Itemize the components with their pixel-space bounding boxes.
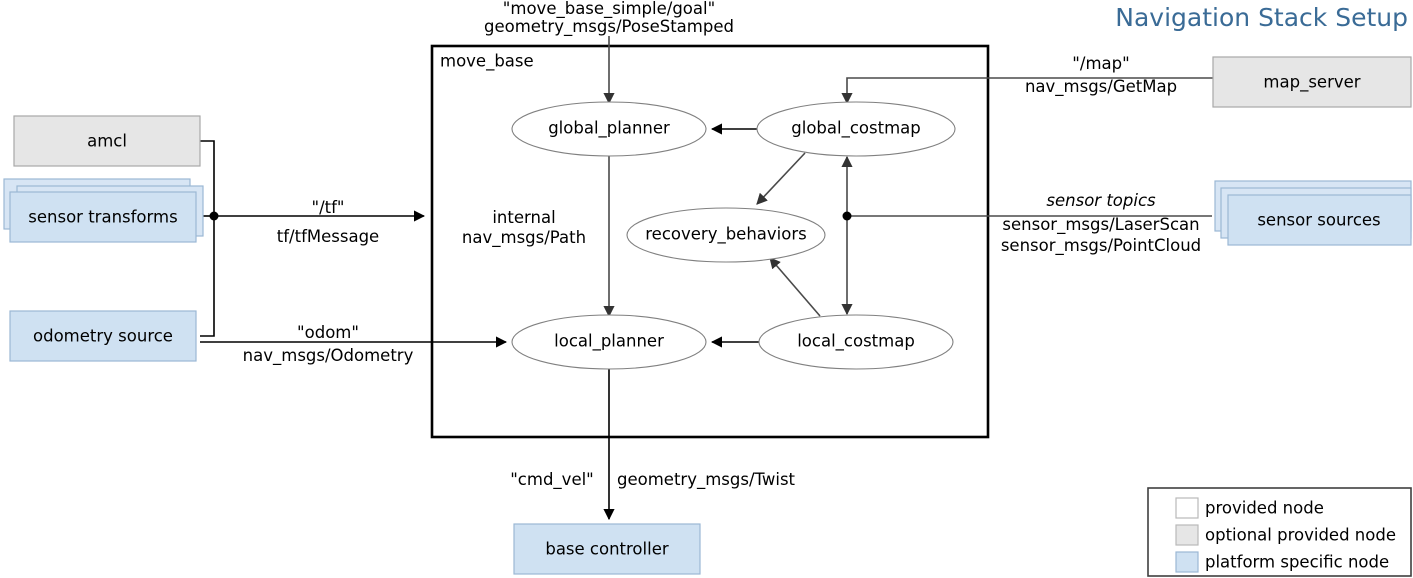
- edge-goal-topic: "move_base_simple/goal": [503, 0, 715, 19]
- edge-sensor-type-pointcloud: sensor_msgs/PointCloud: [1001, 236, 1201, 256]
- edge-global-costmap-to-recovery-behaviors: [756, 152, 806, 205]
- node-sensor-transforms-label: sensor transforms: [28, 208, 177, 227]
- edge-sensor-topics-label: sensor topics: [1046, 191, 1156, 210]
- node-base-controller-label: base controller: [545, 540, 669, 559]
- edge-amcl-to-tf-junction: [200, 140, 215, 216]
- node-amcl-shape: [13, 115, 201, 167]
- node-sensor-sources[interactable]: sensor sources: [1214, 180, 1412, 246]
- node-global-planner[interactable]: global_planner: [511, 101, 707, 157]
- node-base-controller[interactable]: base controller: [513, 523, 701, 575]
- edge-cmdvel-type: geometry_msgs/Twist: [617, 470, 796, 490]
- legend-swatch-platform-specific-node: [1175, 551, 1199, 573]
- node-map-server-shape: [1212, 56, 1412, 108]
- node-odometry-source[interactable]: odometry source: [9, 310, 197, 362]
- tf-junction-dot: [209, 211, 219, 221]
- node-odometry-source-shape: [9, 310, 197, 362]
- legend-label-optional-provided-node: optional provided node: [1205, 526, 1396, 545]
- move-base-container-label: move_base: [440, 52, 534, 72]
- page-title: Navigation Stack Setup: [1115, 3, 1408, 32]
- node-local-costmap-shape: [758, 314, 954, 370]
- node-recovery-behaviors-shape: [626, 207, 826, 263]
- edge-odom-type: nav_msgs/Odometry: [243, 346, 414, 366]
- node-map-server[interactable]: map_server: [1212, 56, 1412, 108]
- legend-item-optional-provided-node: optional provided node: [1175, 524, 1396, 546]
- edge-internal-topic: internal: [492, 208, 555, 227]
- legend-swatch-provided-node: [1175, 497, 1199, 519]
- node-sensor-transforms[interactable]: sensor transforms: [3, 178, 204, 243]
- legend-swatch-optional-provided-node: [1175, 524, 1199, 546]
- sensor-topic-junction-dot: [842, 211, 852, 221]
- node-odometry-source-label: odometry source: [33, 327, 173, 346]
- node-local-planner-shape: [511, 314, 707, 370]
- edge-odom-topic: "odom": [297, 323, 359, 342]
- edge-internal-type: nav_msgs/Path: [462, 228, 586, 248]
- edge-local-costmap-to-recovery-behaviors: [769, 257, 821, 317]
- node-sensor-transforms-shape: [9, 191, 197, 243]
- node-global-planner-label: global_planner: [548, 119, 670, 139]
- edge-odometry-to-tf-junction: [200, 216, 215, 337]
- node-local-costmap[interactable]: local_costmap: [758, 314, 954, 370]
- node-sensor-sources-shape: [1227, 194, 1412, 246]
- edge-tf-topic: "/tf": [311, 198, 344, 217]
- node-local-costmap-label: local_costmap: [797, 332, 915, 352]
- legend-label-provided-node: provided node: [1205, 499, 1324, 518]
- edge-goal-type: geometry_msgs/PoseStamped: [484, 17, 734, 37]
- node-base-controller-shape: [513, 523, 701, 575]
- edge-cmdvel-topic: "cmd_vel": [510, 470, 594, 490]
- edge-map-type: nav_msgs/GetMap: [1025, 77, 1177, 97]
- node-amcl-label: amcl: [87, 132, 127, 151]
- node-recovery-behaviors[interactable]: recovery_behaviors: [626, 207, 826, 263]
- legend-item-platform-specific-node: platform specific node: [1175, 551, 1389, 573]
- node-recovery-behaviors-label: recovery_behaviors: [645, 225, 806, 245]
- edge-map-server-to-global-costmap: [841, 77, 1213, 105]
- legend-label-platform-specific-node: platform specific node: [1205, 553, 1389, 572]
- legend-item-provided-node: provided node: [1175, 497, 1324, 519]
- node-sensor-sources-label: sensor sources: [1257, 211, 1380, 230]
- edge-tf-type: tf/tfMessage: [277, 227, 379, 246]
- edge-sensor-type-laserscan: sensor_msgs/LaserScan: [1002, 215, 1199, 235]
- node-global-costmap-shape: [756, 101, 956, 157]
- node-map-server-label: map_server: [1263, 73, 1360, 93]
- edge-map-topic: "/map": [1072, 54, 1129, 73]
- node-local-planner-label: local_planner: [554, 332, 664, 352]
- node-amcl[interactable]: amcl: [13, 115, 201, 167]
- node-global-costmap[interactable]: global_costmap: [756, 101, 956, 157]
- node-global-planner-shape: [511, 101, 707, 157]
- node-global-costmap-label: global_costmap: [791, 119, 920, 139]
- legend: provided node optional provided node pla…: [1147, 487, 1412, 577]
- node-local-planner[interactable]: local_planner: [511, 314, 707, 370]
